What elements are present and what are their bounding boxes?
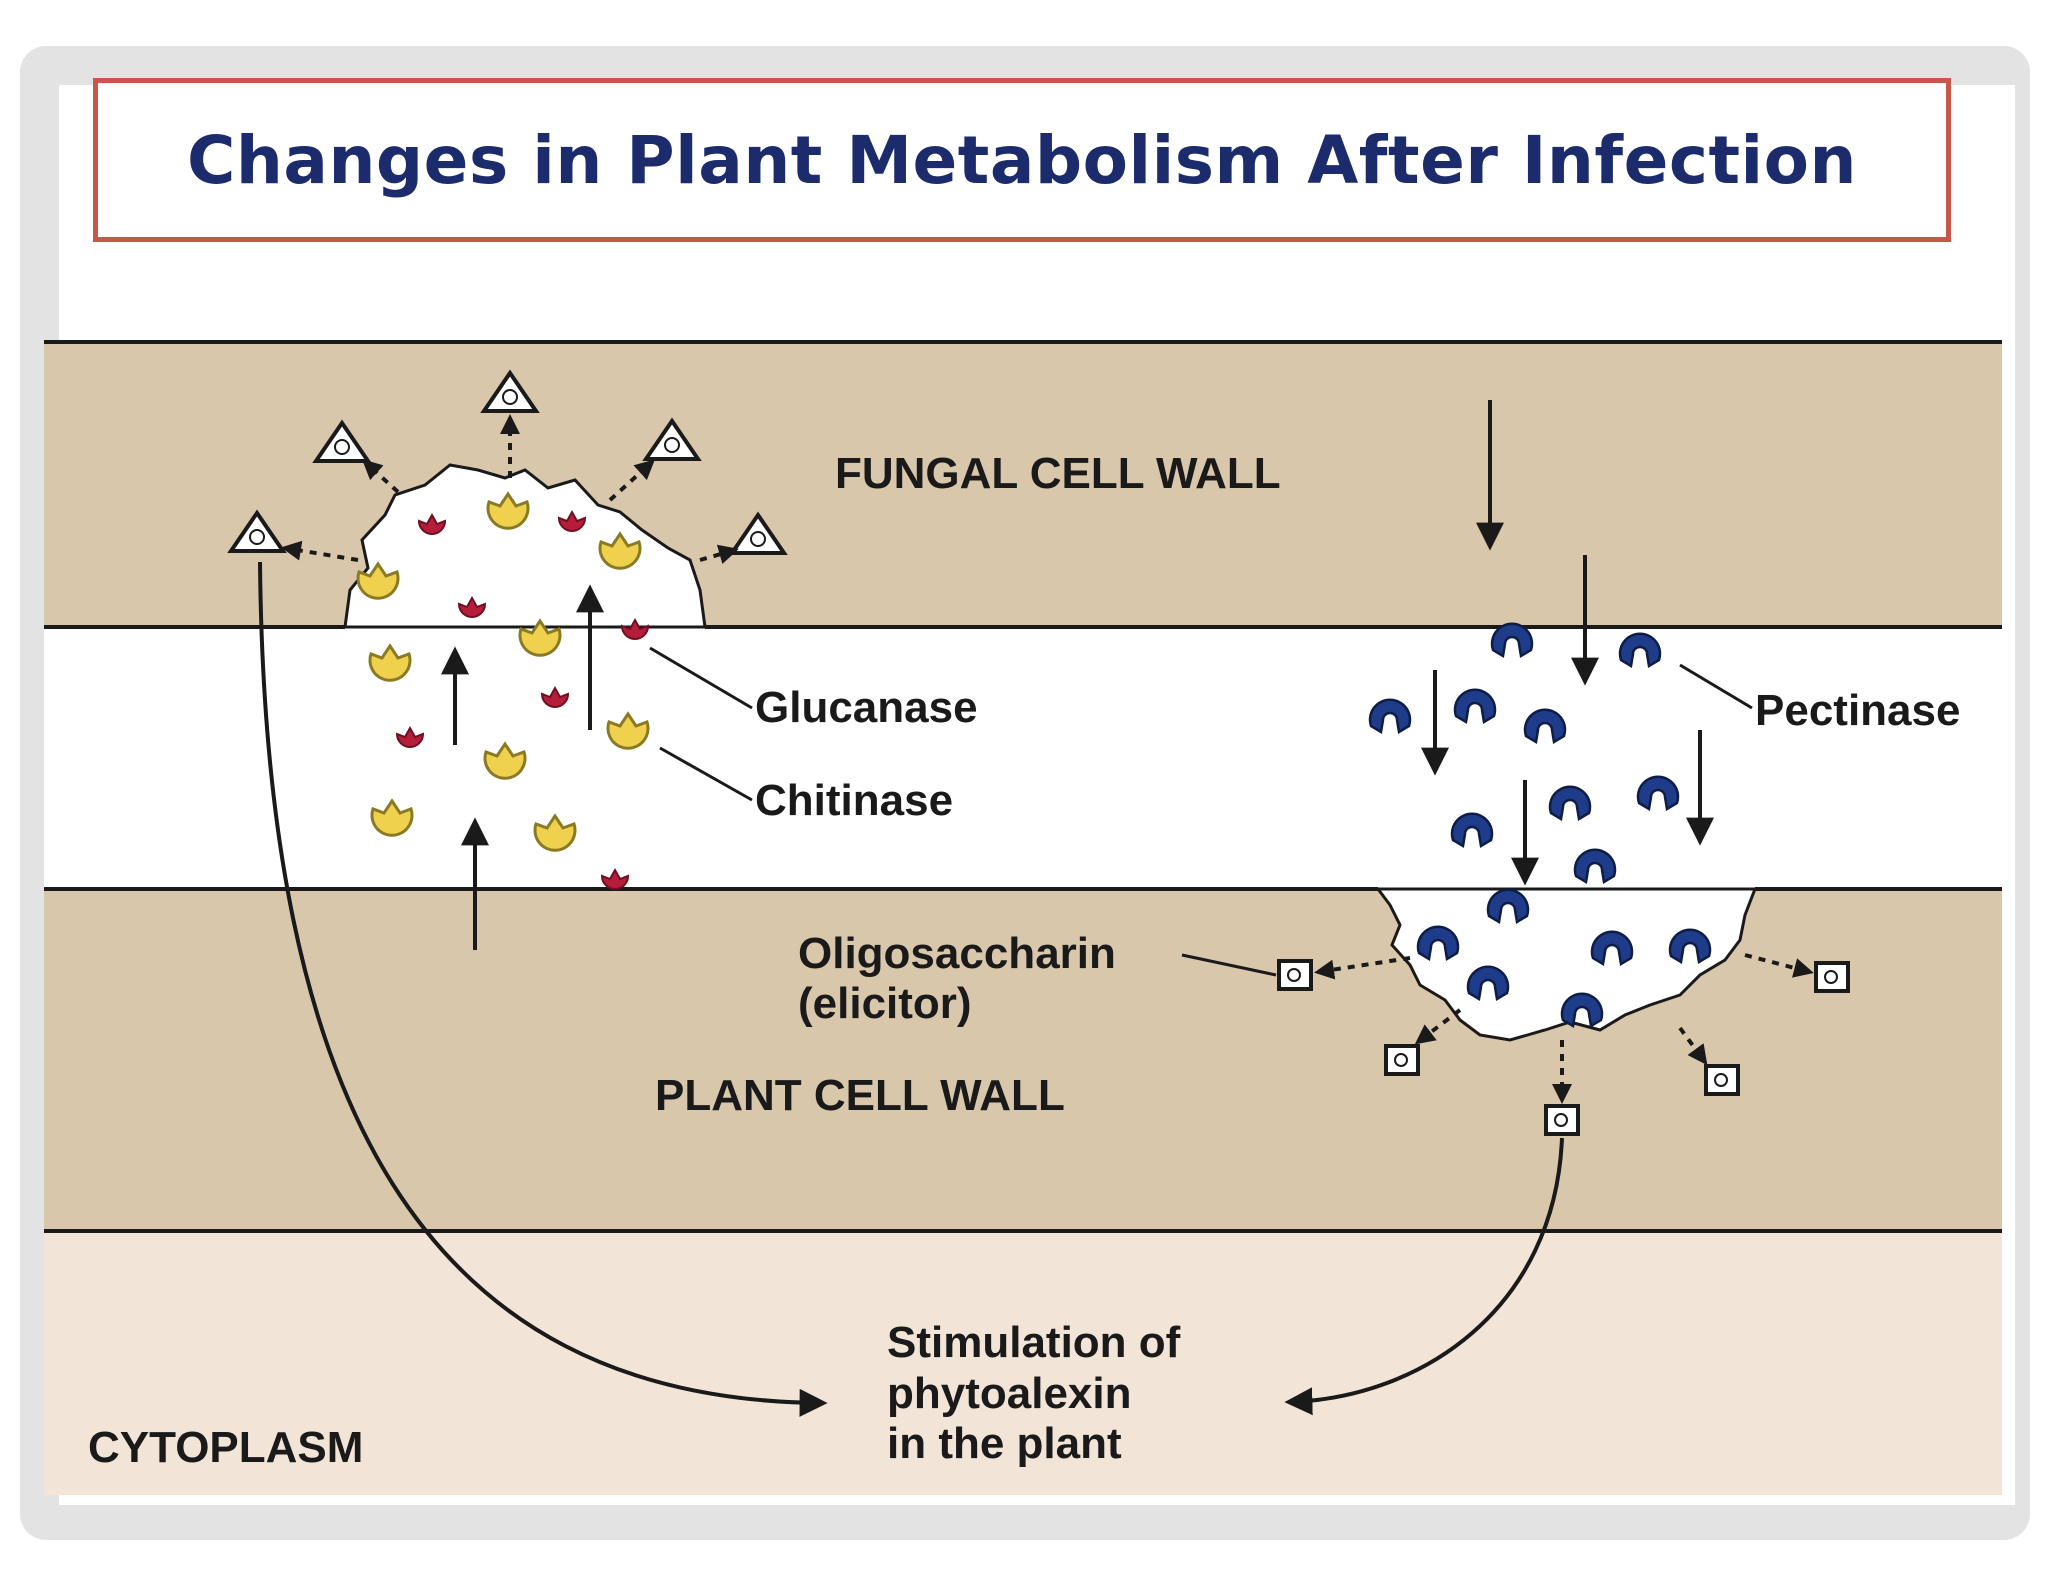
band-gap	[44, 627, 2002, 889]
pectinase-leader	[1679, 663, 1753, 710]
signal-arrow-left	[258, 561, 828, 1417]
band-cytoplasm	[44, 1231, 2002, 1495]
label-pectinase: Pectinase	[1755, 686, 1960, 735]
fungal-wall-erosion	[343, 463, 707, 629]
chitinase-leader	[659, 746, 753, 802]
slide-title: Changes in Plant Metabolism After Infect…	[186, 121, 1858, 199]
title-box: Changes in Plant Metabolism After Infect…	[93, 78, 1951, 242]
label-stimulation-line1: Stimulation of	[887, 1318, 1181, 1367]
band-borders	[44, 340, 2002, 1233]
elicitor-release-paths-fungal	[281, 414, 739, 565]
label-glucanase: Glucanase	[755, 683, 978, 732]
label-fungal-cell-wall: FUNGAL CELL WALL	[835, 449, 1281, 498]
label-stimulation-line3: in the plant	[887, 1419, 1122, 1468]
label-cytoplasm: CYTOPLASM	[88, 1423, 363, 1472]
signal-arrow-right	[1284, 1137, 1564, 1416]
plant-wall-erosion	[1375, 887, 1758, 1042]
downward-arrows-right	[1421, 400, 1714, 886]
glucanase-leader	[649, 646, 753, 710]
upward-arrows-left	[441, 584, 604, 950]
elicitor-release-paths-plant	[1314, 953, 1814, 1104]
label-stimulation-line2: phytoalexin	[887, 1369, 1132, 1418]
label-oligosaccharin: Oligosaccharin	[798, 929, 1116, 978]
label-elicitor: (elicitor)	[798, 979, 972, 1028]
label-chitinase: Chitinase	[755, 776, 953, 825]
label-plant-cell-wall: PLANT CELL WALL	[655, 1071, 1065, 1120]
oligosaccharin-leader	[1181, 953, 1277, 977]
